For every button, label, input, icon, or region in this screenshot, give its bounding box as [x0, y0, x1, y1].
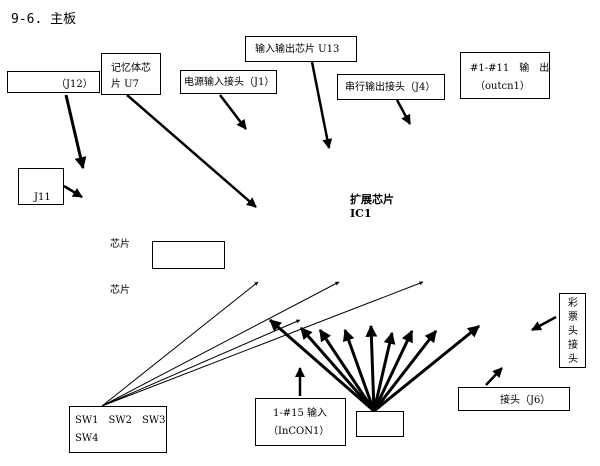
lottery-char-5: 头: [568, 354, 578, 365]
lottery-char-1: 彩: [568, 298, 578, 309]
switch-label-line2: SW4: [75, 433, 99, 444]
arrow-sw-4: [101, 319, 301, 407]
arrow-hub-3: [318, 329, 376, 412]
arrow-lottery-connector: [531, 315, 557, 332]
memory-chip-label-line2: 片 U7: [111, 79, 139, 90]
power-connector-label: 电源输入接头（J1）: [184, 77, 275, 88]
output-connector-label-box: #1-#11 输 出 （outcn1）: [460, 52, 550, 99]
input-connector-label-line2: （InCON1）: [268, 426, 330, 437]
input-connector-label-box: 1-#15 输入 （InCON1）: [255, 398, 346, 446]
arrow-sw-3: [101, 281, 424, 407]
expansion-chip-label-line1: 扩展芯片: [350, 193, 394, 206]
power-connector-label-box: 电源输入接头（J1）: [180, 70, 277, 94]
arrow-hub-6: [372, 331, 396, 412]
j12-label: （J12）: [56, 79, 93, 90]
serial-connector-label: 串行输出接头（J4）: [345, 82, 436, 93]
output-connector-label-line2: （outcn1）: [475, 81, 530, 92]
arrow-memory-chip: [126, 94, 257, 208]
arrow-hub-7: [372, 329, 414, 412]
arrow-io-chip: [310, 61, 333, 149]
switch-label-box: SW1 SW2 SW3 SW4: [69, 406, 167, 453]
arrow-sw-1: [101, 281, 259, 407]
arrow-hub-5: [365, 324, 378, 412]
input-connector-label-line1: 1-#15 输入: [273, 408, 328, 419]
serial-connector-label-box: 串行输出接头（J4）: [337, 74, 445, 100]
output-connector-label-line1: #1-#11 输 出: [470, 63, 550, 74]
lottery-connector-label-box: 彩 票 头 接 头: [559, 293, 586, 368]
j6-label-box: 接头（J6）: [458, 387, 570, 411]
arrow-j6: [485, 367, 503, 386]
io-chip-label-box: 输入输出芯片 U13: [245, 36, 357, 62]
arrow-hub-1: [269, 318, 375, 413]
j11-label: J11: [34, 192, 51, 203]
chip-box: [152, 241, 225, 269]
chip-label-2: 芯片: [110, 285, 130, 296]
j12-label-box: （J12）: [7, 71, 100, 93]
arrow-j12: [64, 94, 87, 170]
arrow-j11: [63, 184, 83, 199]
arrow-hub-2: [299, 327, 376, 412]
arrow-sw-2: [101, 281, 340, 407]
memory-chip-label-box: 记忆体芯 片 U7: [101, 53, 161, 95]
arrow-hub-4: [342, 328, 376, 412]
arrow-serial-connector: [395, 99, 412, 125]
switch-label-line1: SW1 SW2 SW3: [75, 415, 166, 426]
lottery-char-4: 接: [568, 340, 578, 351]
io-chip-label: 输入输出芯片 U13: [255, 44, 340, 55]
page-title: 9-6. 主板: [11, 12, 77, 27]
j11-label-box: J11: [18, 168, 64, 205]
arrow-power-connector: [219, 94, 247, 130]
chip-label-1: 芯片: [110, 239, 130, 250]
lottery-char-2: 票: [568, 312, 578, 323]
input-hub-box: [356, 411, 404, 437]
lottery-char-3: 头: [568, 326, 578, 337]
j6-label: 接头（J6）: [500, 395, 551, 406]
memory-chip-label-line1: 记忆体芯: [111, 63, 151, 74]
arrow-hub-8: [372, 330, 438, 412]
arrow-hub-9: [373, 324, 480, 413]
expansion-chip-label-line2: IC1: [350, 207, 372, 220]
